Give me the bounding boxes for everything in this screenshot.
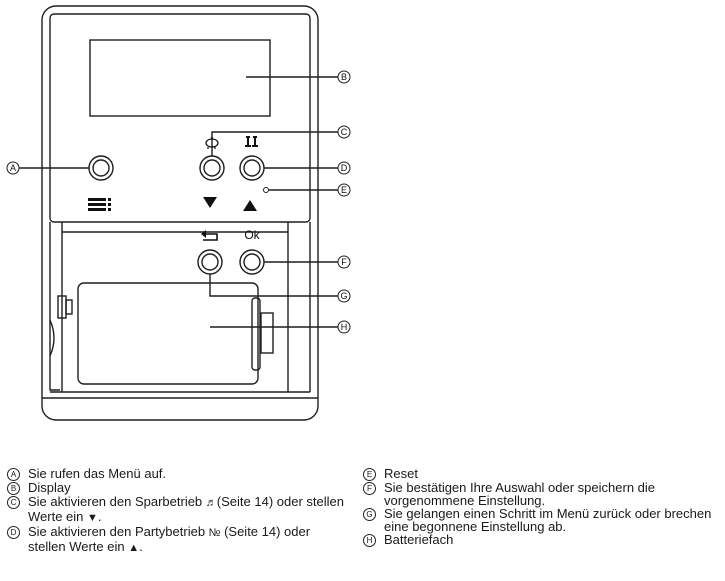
legend-item: B Display (4, 481, 350, 495)
arrow-up-icon: ▲ (128, 542, 140, 554)
back-button[interactable] (197, 249, 223, 275)
callout-h: H (341, 322, 348, 332)
legend-key: H (363, 534, 376, 547)
legend-left: A Sie rufen das Menü auf. B Display C Si… (4, 467, 350, 555)
legend-text: Sie aktivieren den Sparbetrieb ♬(Seite 1… (28, 494, 344, 524)
legend-item: D Sie aktivieren den Partybetrieb № (Sei… (4, 525, 350, 555)
ok-label: Ok (244, 228, 260, 242)
party-glasses-icon (245, 136, 258, 147)
callout-a: A (10, 163, 16, 173)
legend-item: E Reset (360, 467, 722, 481)
reset-hole[interactable] (263, 187, 269, 193)
device-diagram: Ok A B C D E F G H (6, 5, 351, 421)
piggy-bank-icon: ♬ (205, 497, 217, 509)
arrow-down-icon (203, 197, 217, 208)
callout-e: E (341, 185, 347, 195)
party-button[interactable] (239, 155, 265, 181)
legend-text: Sie aktivieren den Partybetrieb № (Seite… (28, 524, 311, 554)
legend-key: F (363, 482, 376, 495)
legend-key: A (7, 468, 20, 481)
display (89, 39, 271, 117)
battery-compartment (77, 282, 259, 385)
legend-item: A Sie rufen das Menü auf. (4, 467, 350, 481)
arrow-up-icon (243, 200, 257, 211)
legend-text: Sie bestätigen Ihre Auswahl oder speiche… (384, 480, 656, 508)
legend-item: G Sie gelangen einen Schritt im Menü zur… (360, 507, 722, 533)
callout-d: D (341, 163, 348, 173)
callout-g: G (340, 291, 347, 301)
ok-button[interactable] (239, 249, 265, 275)
legend-item: C Sie aktivieren den Sparbetrieb ♬(Seite… (4, 495, 350, 525)
menu-button[interactable] (88, 155, 114, 181)
callout-b: B (341, 72, 347, 82)
arrow-down-icon: ▼ (87, 512, 98, 524)
legend-item: F Sie bestätigen Ihre Auswahl oder speic… (360, 481, 722, 507)
legend-text: Sie gelangen einen Schritt im Menü zurüc… (384, 506, 712, 534)
legend-key: D (7, 526, 20, 539)
piggy-bank-icon (205, 136, 219, 149)
party-glasses-icon: № (208, 527, 221, 539)
legend-text: Batteriefach (384, 532, 454, 547)
front-panel (49, 13, 311, 223)
legend-key: E (363, 468, 376, 481)
device-housing (41, 5, 319, 421)
back-arrow-icon (201, 230, 218, 241)
legend-text: Reset (384, 466, 418, 481)
legend-text: Display (28, 480, 71, 495)
legend-key: G (363, 508, 376, 521)
legend-key: C (7, 496, 20, 509)
legend-right: E Reset F Sie bestätigen Ihre Auswahl od… (360, 467, 722, 547)
eco-button[interactable] (199, 155, 225, 181)
callout-c: C (341, 127, 348, 137)
callout-f: F (341, 257, 347, 267)
menu-lines-icon (88, 198, 111, 211)
legend-text: Sie rufen das Menü auf. (28, 466, 167, 481)
legend-key: B (7, 482, 20, 495)
legend-item: H Batteriefach (360, 533, 722, 547)
